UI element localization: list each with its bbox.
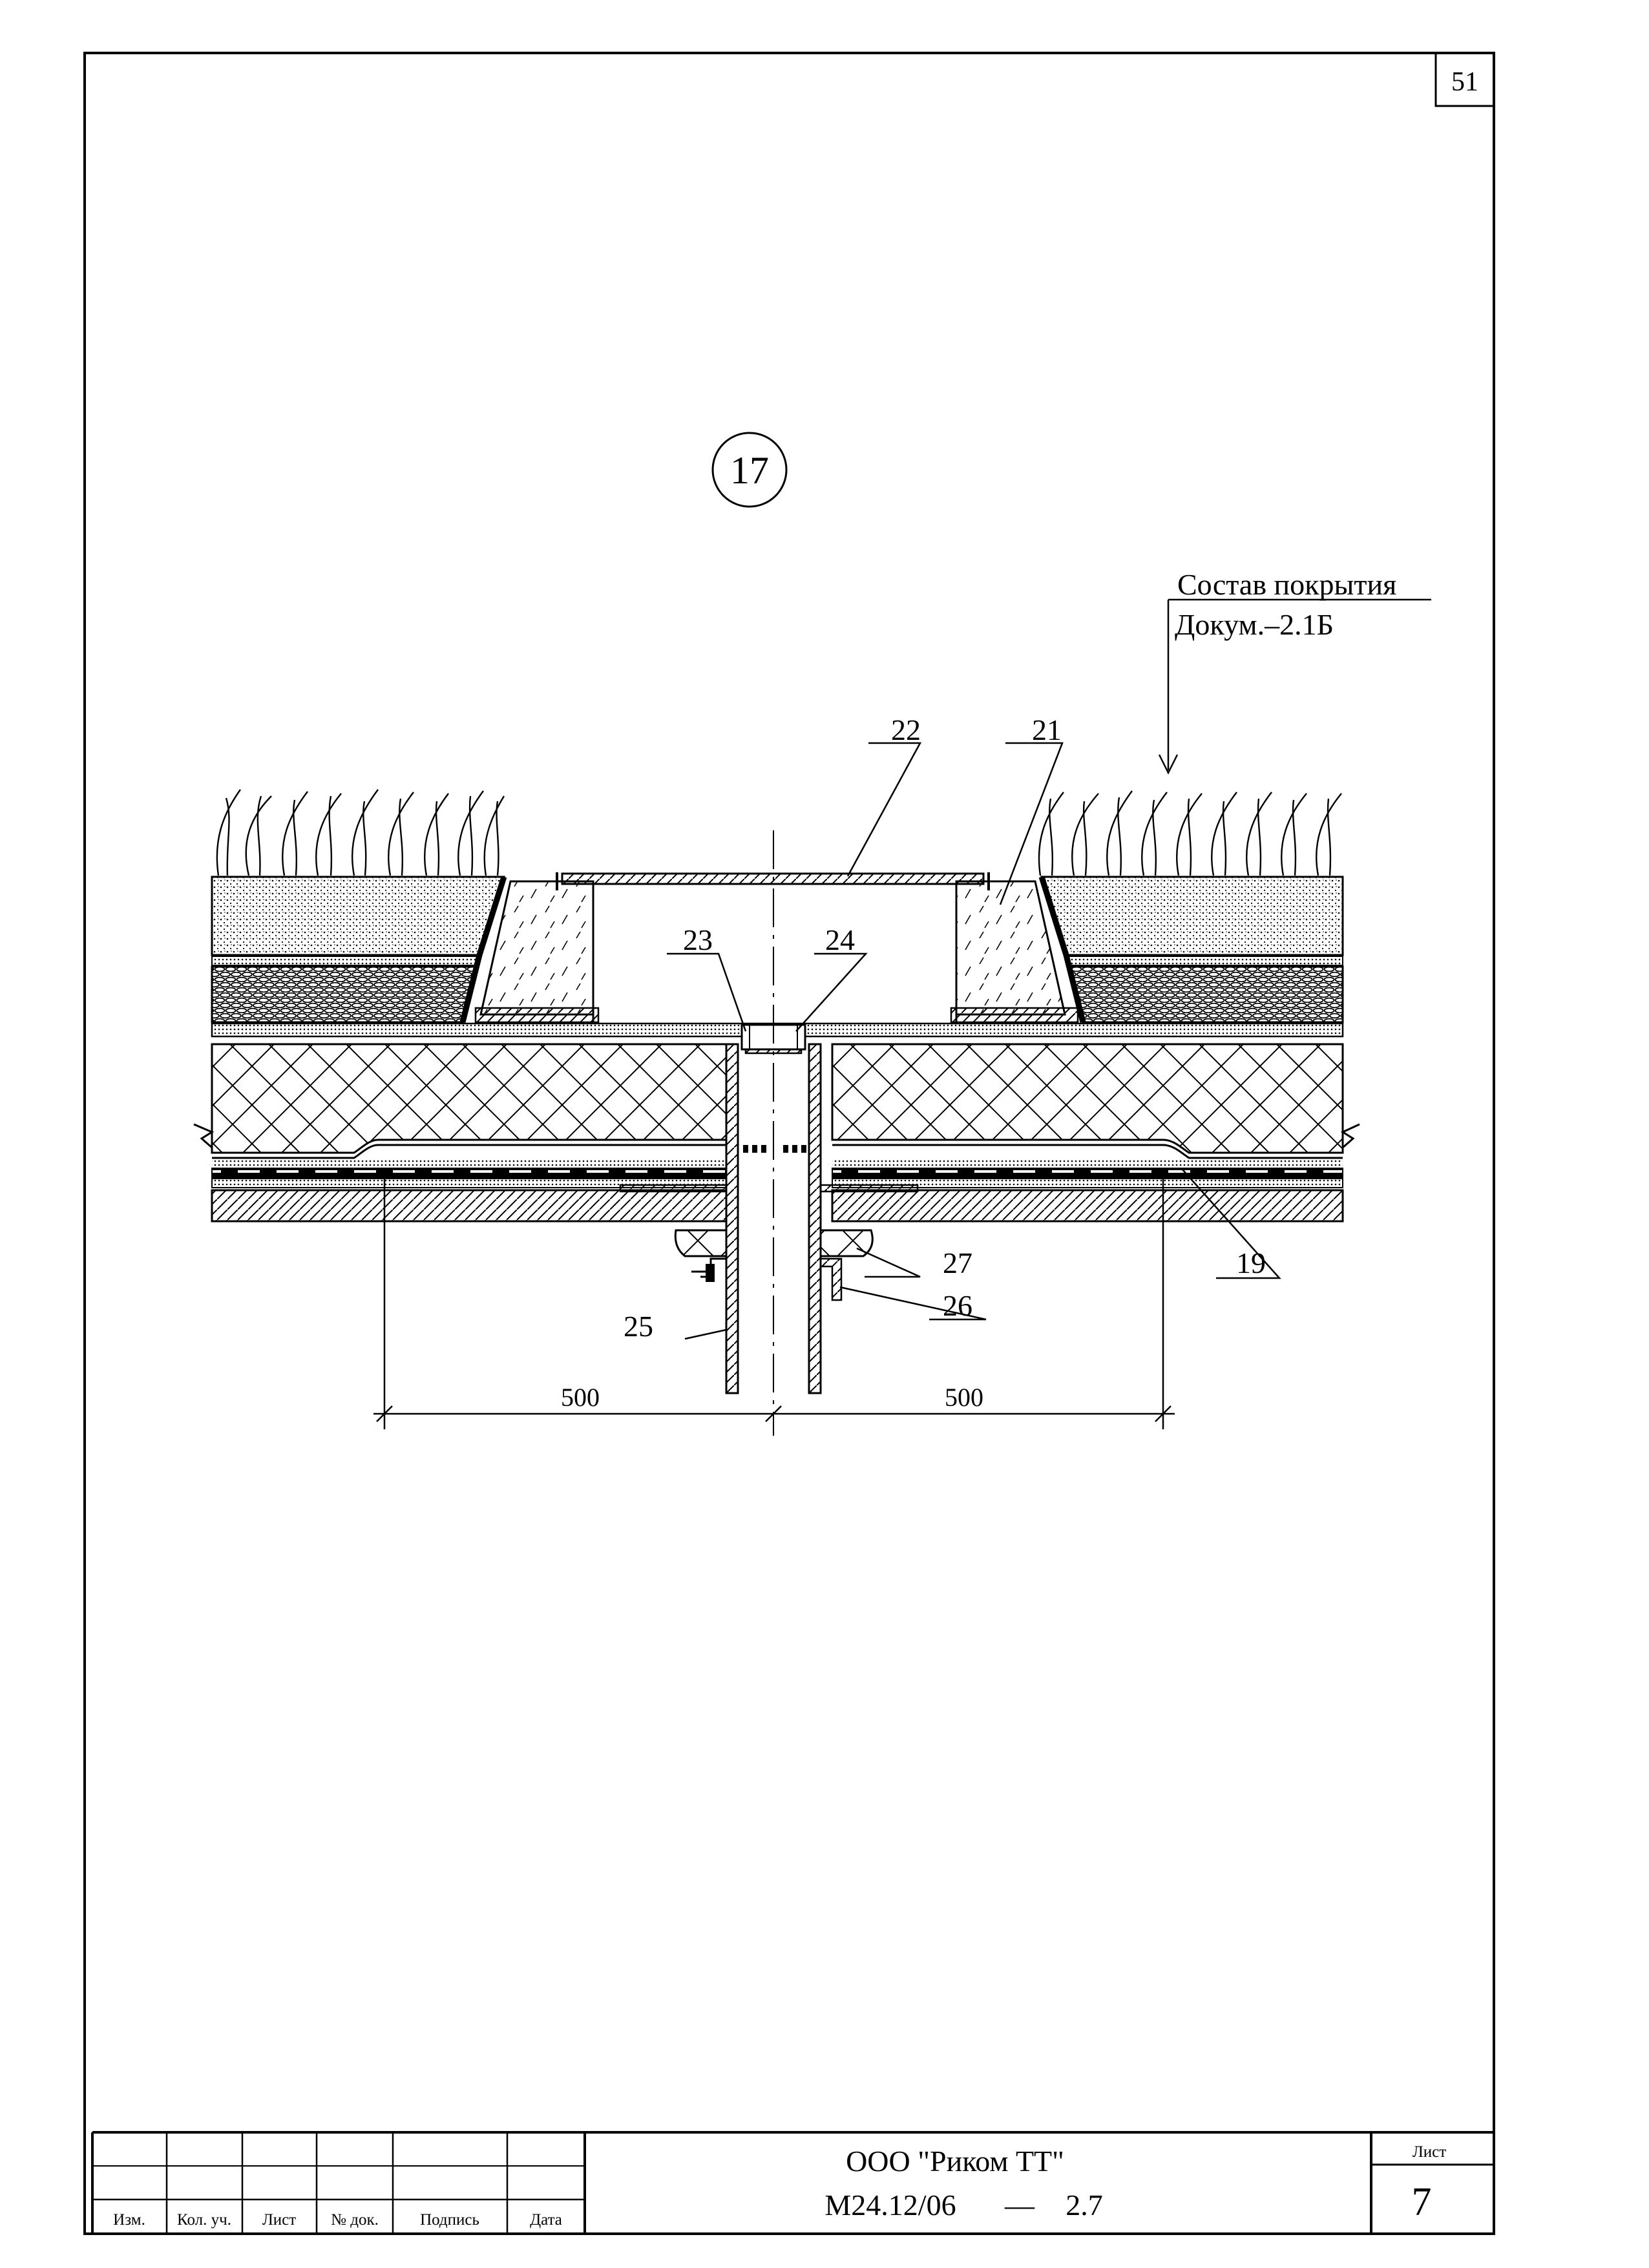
drainage-layer-right — [1069, 965, 1344, 1024]
callout-26: 26 — [943, 1289, 972, 1322]
composition-note-line1: Состав покрытия — [1177, 568, 1396, 601]
insulation-right — [831, 1043, 1344, 1154]
tb-section: 2.7 — [1066, 2189, 1103, 2221]
callout-leaders — [667, 742, 1281, 1340]
tb-dash: — — [1004, 2189, 1035, 2221]
callout-19: 19 — [1236, 1246, 1266, 1279]
sealant-left — [674, 1229, 728, 1257]
soil-layer-right — [1040, 876, 1344, 956]
tb-sheet-label: Лист — [1413, 2143, 1446, 2161]
callout-24: 24 — [825, 923, 855, 956]
roof-section-drawing — [193, 789, 1360, 1436]
slab-left — [211, 1189, 728, 1223]
filter-layer-right — [1065, 956, 1343, 966]
callout-21: 21 — [1032, 713, 1062, 746]
tb-organization: ООО "Риком ТТ" — [846, 2145, 1064, 2178]
insulation-left — [211, 1043, 728, 1154]
filter-layer-left — [211, 956, 481, 966]
tb-header-kol-uch: Кол. уч. — [177, 2211, 231, 2229]
tb-header-signature: Подпись — [420, 2211, 479, 2229]
slab-right — [831, 1189, 1344, 1223]
composition-note — [1158, 598, 1431, 775]
soil-layer-left — [211, 876, 506, 956]
tb-document-code: М24.12/06 — [824, 2189, 956, 2221]
tb-header-date: Дата — [530, 2211, 562, 2229]
tb-sheet-number: 7 — [1412, 2180, 1432, 2224]
dimension-right: 500 — [945, 1383, 983, 1412]
dimension-lines — [373, 1177, 1175, 1429]
waterproofing-left — [211, 1168, 727, 1178]
title-block — [91, 2131, 1494, 2234]
composition-note-line2: Докум.–2.1Б — [1175, 608, 1334, 641]
callout-22: 22 — [891, 713, 921, 746]
grass-right — [1038, 790, 1342, 876]
callout-23: 23 — [683, 923, 713, 956]
tb-header-doc-no: № док. — [331, 2211, 379, 2229]
callout-25: 25 — [624, 1310, 653, 1343]
drain-pipe-left-wall — [725, 1043, 739, 1394]
waterproofing-right — [832, 1168, 1343, 1178]
drainage-layer-left — [211, 965, 477, 1024]
drain-pipe-right-wall — [808, 1043, 822, 1394]
page-number: 51 — [1451, 67, 1478, 97]
detail-marker-circle — [711, 432, 788, 508]
tb-header-list: Лист — [262, 2211, 296, 2229]
dimension-left: 500 — [561, 1383, 600, 1412]
grass-left — [216, 789, 505, 876]
detail-marker-number: 17 — [730, 449, 769, 492]
sheet-frame — [83, 52, 1495, 2235]
tb-header-izm: Изм. — [113, 2211, 145, 2229]
callout-27: 27 — [943, 1246, 972, 1279]
